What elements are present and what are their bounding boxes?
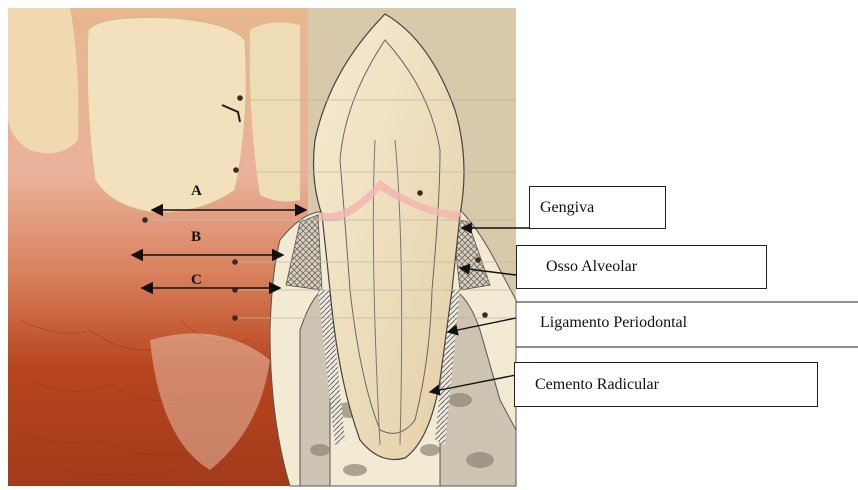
photo-tooth-left <box>8 8 78 153</box>
measure-label-a: A <box>191 183 202 200</box>
label-root-cementum-text: Cemento Radicular <box>535 376 659 394</box>
label-alveolar-bone: Osso Alveolar <box>516 245 767 289</box>
measure-label-b: B <box>191 229 201 246</box>
photo-tooth-right <box>250 22 300 201</box>
label-periodontal-ligament: Ligamento Periodontal <box>540 314 687 332</box>
measure-label-c: C <box>191 272 202 289</box>
photo-tooth-center <box>87 18 246 213</box>
label-gingiva: Gengiva <box>529 186 666 229</box>
label-gingiva-text: Gengiva <box>540 199 594 217</box>
label-alveolar-bone-text: Osso Alveolar <box>546 258 637 276</box>
label-root-cementum: Cemento Radicular <box>514 362 818 407</box>
